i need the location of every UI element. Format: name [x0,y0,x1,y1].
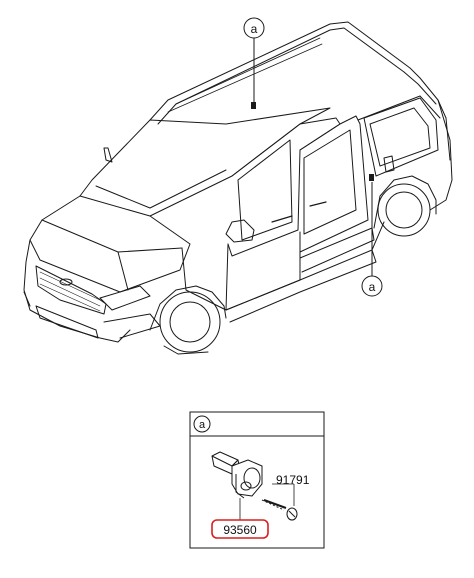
callout-top: a [243,17,265,109]
callout-right: a [361,174,383,297]
minivan-illustration [23,21,453,355]
roof-switch-location-marker [251,102,256,109]
door-switch-part [211,451,263,499]
part-number-switch: 93560 [223,523,257,537]
screw-part [261,499,298,521]
detail-box-header-circle [193,415,211,433]
detail-box: a 91791 93560 [189,411,325,549]
door-switch-location-marker [369,174,374,181]
callout-right-label: a [369,280,376,294]
callout-right-circle [361,275,383,297]
part-number-screw: 91791 [276,473,310,487]
callout-top-label: a [251,22,258,36]
part-number-switch-highlight [211,519,269,539]
detail-box-header-label: a [199,419,206,431]
